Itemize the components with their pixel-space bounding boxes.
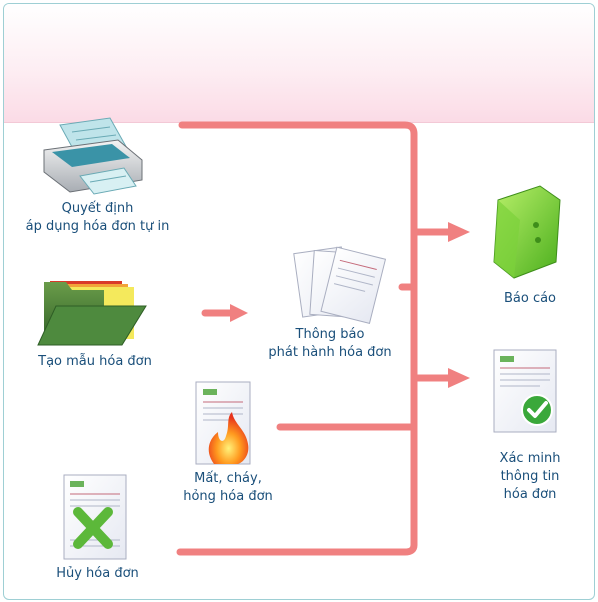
label-notice: Thông báo phát hành hóa đơn xyxy=(268,327,392,360)
label-report: Báo cáo xyxy=(503,291,557,306)
verified-invoice-icon xyxy=(493,349,557,433)
folder-icon xyxy=(37,281,147,346)
invoice-stack-icon xyxy=(293,246,387,324)
arrowheads xyxy=(230,222,470,388)
arrowhead-verify xyxy=(448,368,470,388)
cancelled-invoice-icon xyxy=(63,474,127,560)
label-template: Tạo mẫu hóa đơn xyxy=(38,354,152,369)
arrowhead-template xyxy=(230,304,248,322)
printer-icon xyxy=(43,117,143,195)
label-cancel: Hủy hóa đơn xyxy=(56,566,139,581)
arrowhead-report xyxy=(448,222,470,242)
header-band xyxy=(4,4,594,123)
connector-decision xyxy=(176,121,418,556)
burning-invoice-icon xyxy=(195,381,251,465)
label-lost: Mất, cháy, hỏng hóa đơn xyxy=(183,471,273,504)
label-verify: Xác minh thông tin hóa đơn xyxy=(499,451,561,502)
label-decision: Quyết định áp dụng hóa đơn tự in xyxy=(25,201,170,234)
green-folder-icon xyxy=(493,185,561,279)
connectors xyxy=(176,121,454,556)
